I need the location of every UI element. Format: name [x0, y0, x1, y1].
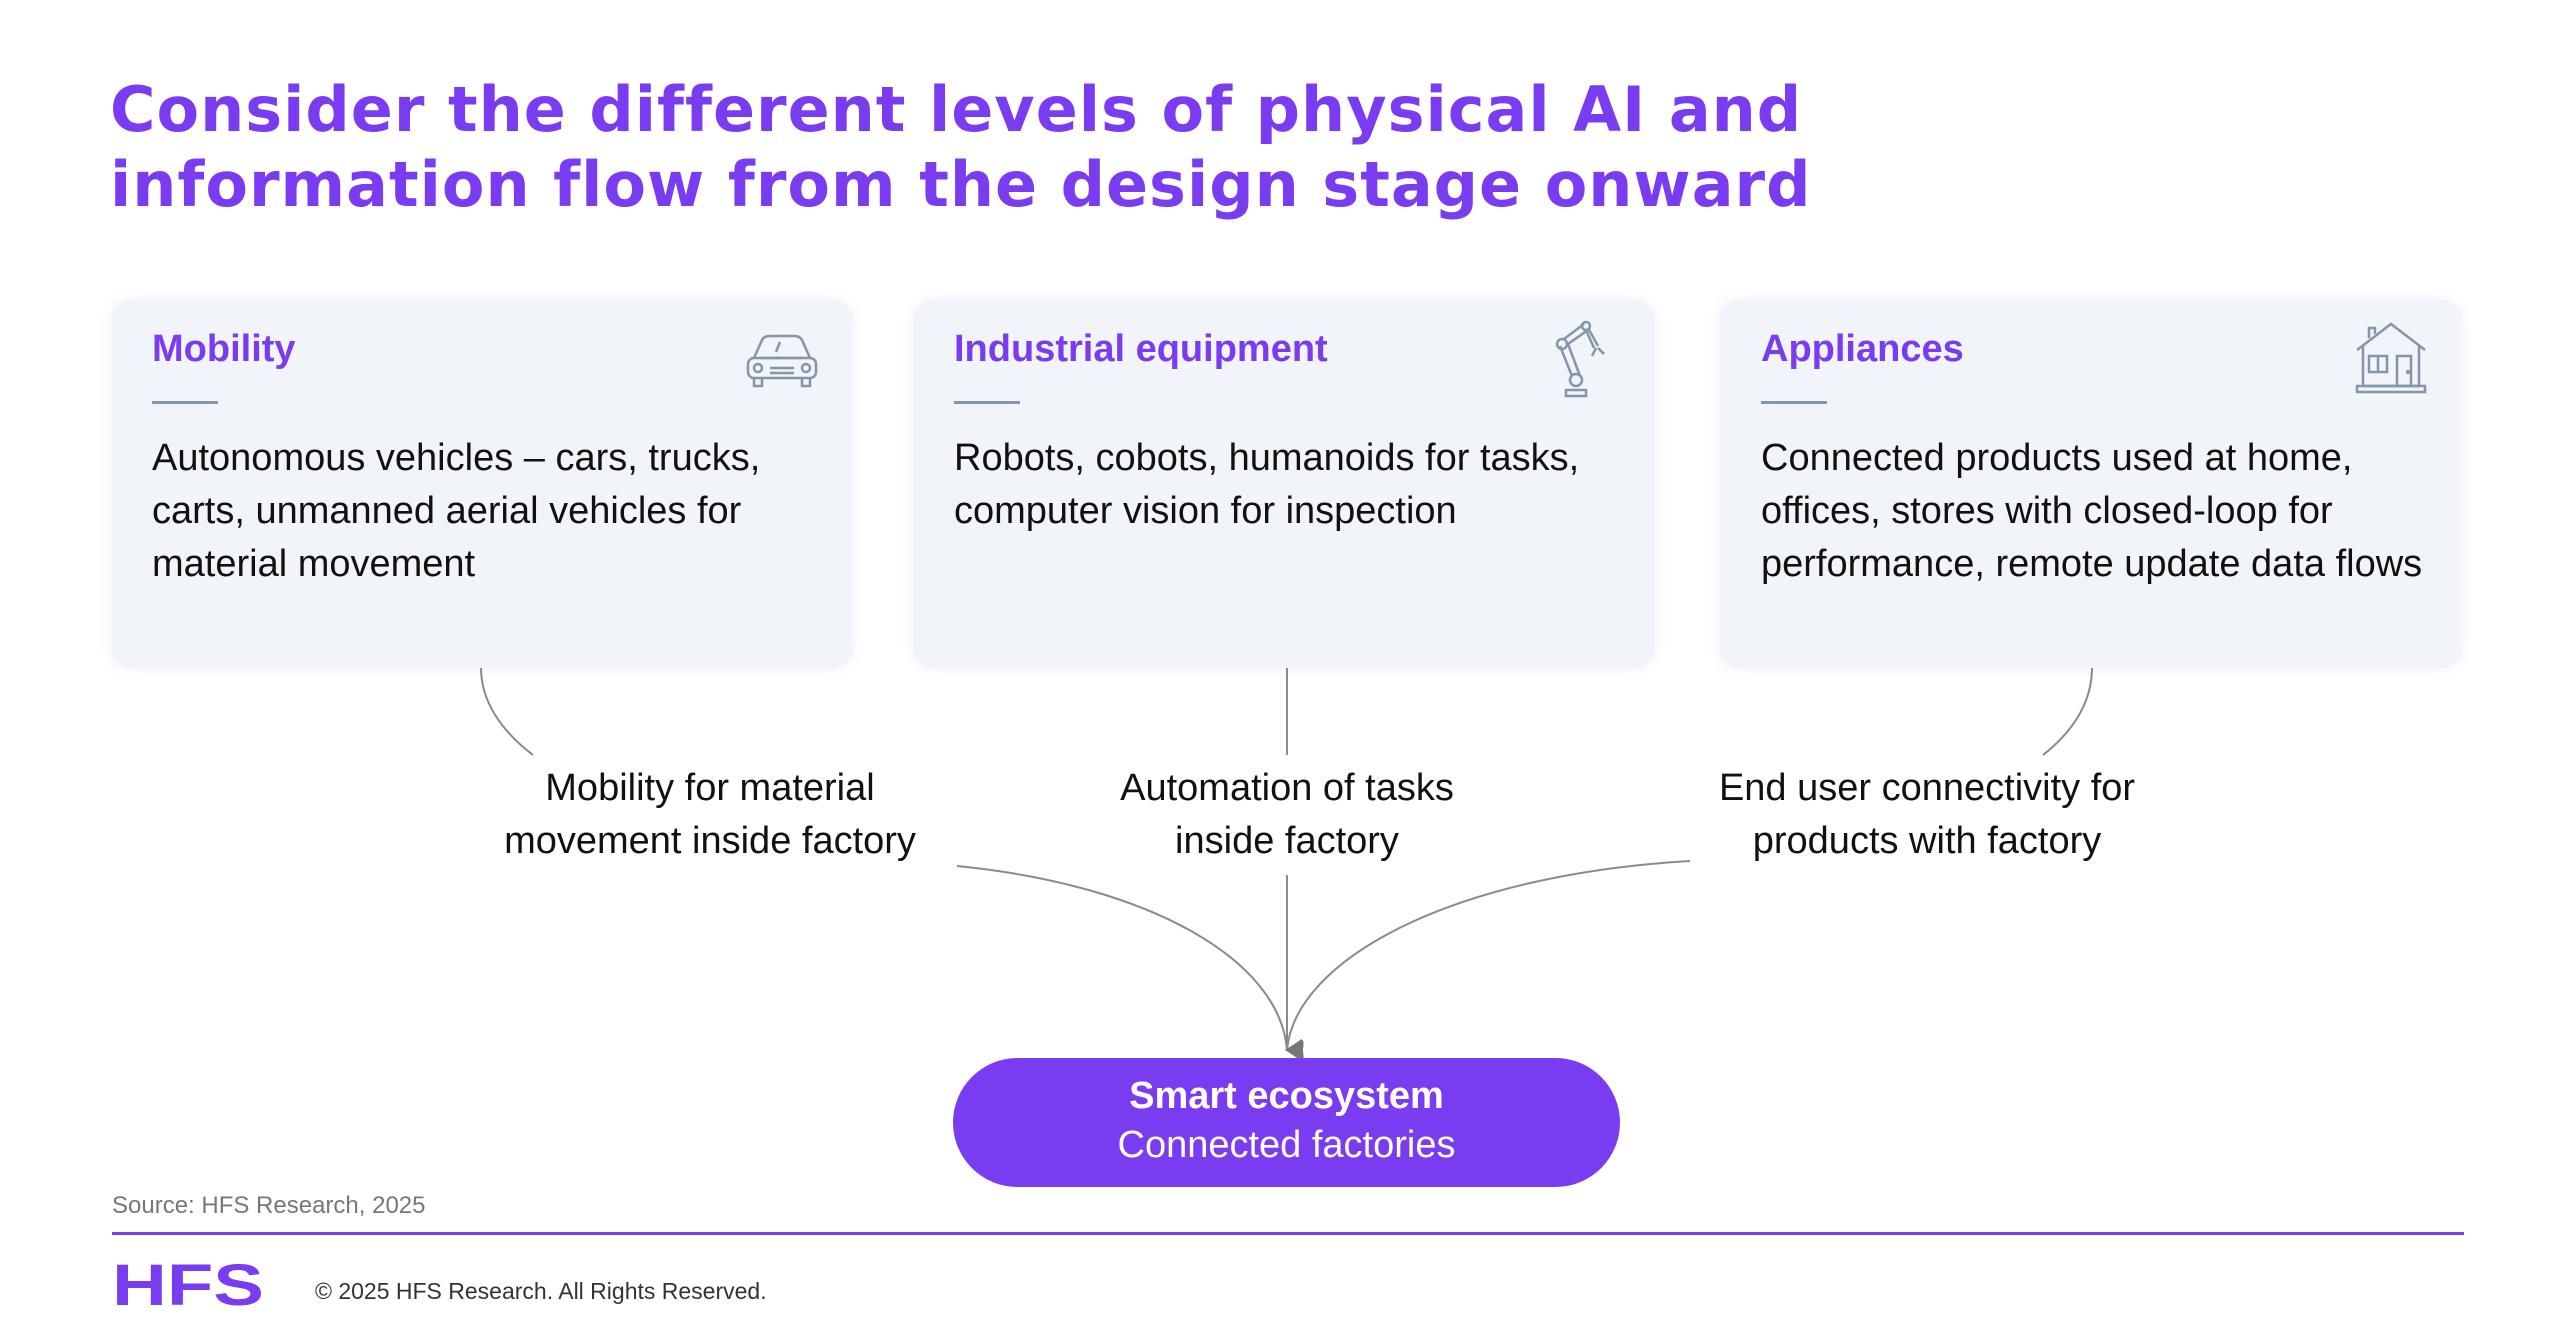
smart-ecosystem-pill: Smart ecosystem Connected factories	[953, 1058, 1620, 1187]
card-heading: Mobility	[152, 328, 296, 370]
card-body: Autonomous vehicles – cars, trucks, cart…	[152, 437, 761, 585]
flow-label-line: inside factory	[1175, 820, 1399, 862]
connector-appliances	[2042, 667, 2093, 756]
arrow-appliances	[1285, 860, 1691, 1062]
flow-label-line: Automation of tasks	[1120, 767, 1454, 809]
divider	[152, 401, 218, 404]
robot-arm-icon	[1555, 320, 1605, 398]
title-line-1: Consider the different levels of physica…	[110, 73, 1803, 146]
card-heading: Industrial equipment	[954, 328, 1328, 370]
house-icon	[2355, 322, 2427, 394]
title-line-2: information flow from the design stage o…	[110, 148, 1812, 221]
pill-title: Smart ecosystem	[1129, 1075, 1444, 1117]
divider	[954, 401, 1020, 404]
card-body: Connected products used at home, offices…	[1761, 437, 2423, 585]
card-body: Robots, cobots, humanoids for tasks, com…	[954, 437, 1580, 532]
car-icon	[746, 334, 818, 388]
source-note: Source: HFS Research, 2025	[112, 1192, 426, 1219]
flow-label-line: products with factory	[1752, 820, 2102, 862]
card-heading: Appliances	[1761, 328, 1964, 370]
flow-label-line: End user connectivity for	[1718, 767, 2136, 809]
flow-label-appliances: End user connectivity for products with …	[1677, 762, 2177, 868]
card-mobility: Mobility Autonomous vehicles – cars, tru…	[112, 300, 852, 668]
divider	[1761, 401, 1827, 404]
connector-mobility	[480, 667, 534, 756]
flow-label-line: movement inside factory	[504, 820, 916, 862]
arrow-mobility	[956, 865, 1304, 1059]
flow-label-mobility: Mobility for material movement inside fa…	[470, 762, 950, 868]
hfs-logo: HFS	[112, 1262, 264, 1308]
copyright: © 2025 HFS Research. All Rights Reserved…	[315, 1278, 767, 1304]
card-appliances: Appliances Connected products used at ho…	[1721, 300, 2461, 668]
flow-label-line: Mobility for material	[545, 767, 875, 809]
pill-subtitle: Connected factories	[1117, 1124, 1456, 1166]
svg-text:HFS: HFS	[112, 1262, 264, 1308]
card-industrial-equipment: Industrial equipment Robots, cobots, hum…	[914, 300, 1654, 668]
flow-label-industrial: Automation of tasks inside factory	[1047, 762, 1527, 868]
page-title: Consider the different levels of physica…	[110, 72, 1812, 222]
footer-divider	[112, 1232, 2464, 1235]
